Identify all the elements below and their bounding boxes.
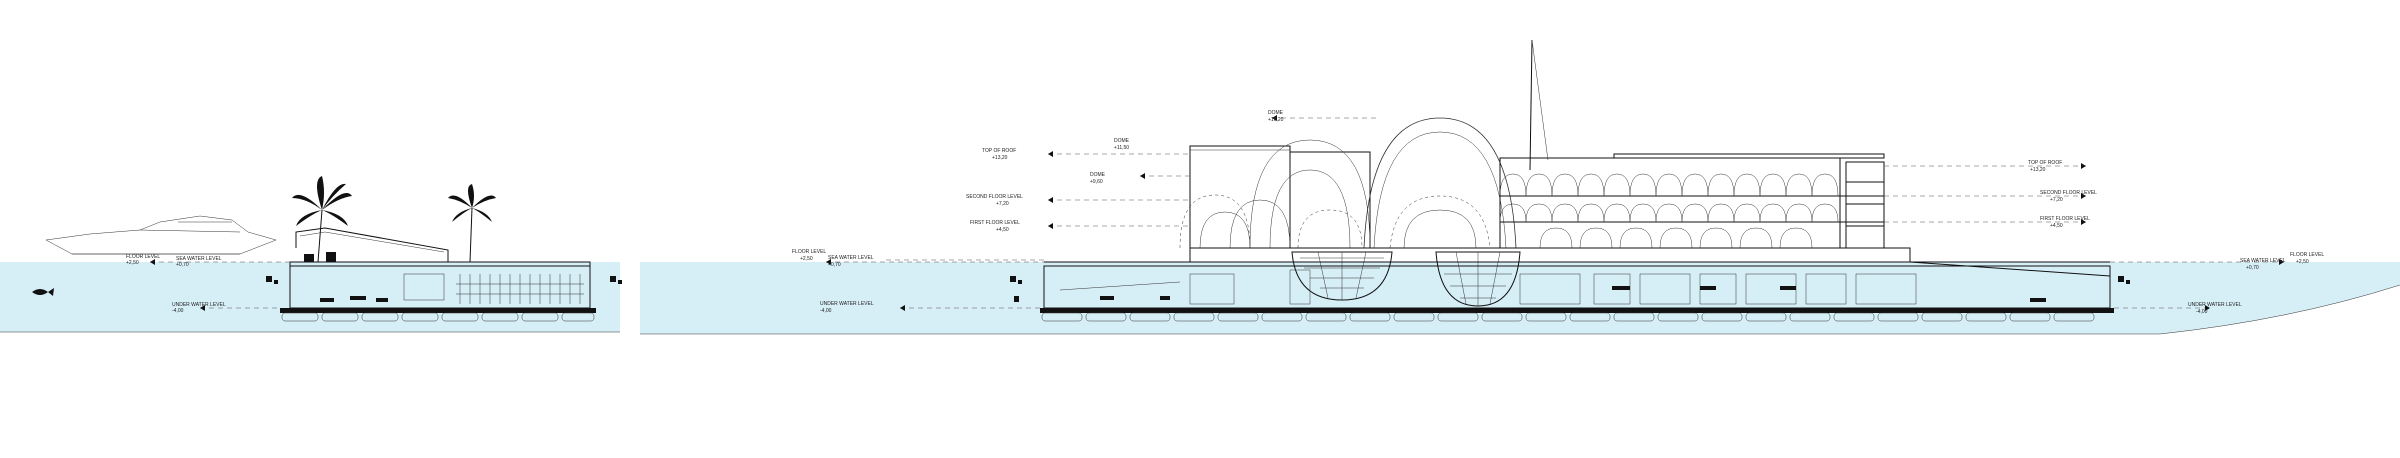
level-label: FIRST FLOOR LEVEL bbox=[970, 220, 1020, 226]
arcade-middle bbox=[1499, 203, 1839, 223]
level-label: DOME bbox=[1090, 172, 1106, 178]
level-value: +0,70 bbox=[828, 262, 841, 268]
palm-tree-large bbox=[292, 176, 352, 263]
fish-icon bbox=[32, 288, 54, 296]
level-label: FLOOR LEVEL bbox=[792, 249, 826, 255]
level-label: TOP OF ROOF bbox=[2028, 160, 2062, 166]
level-value: -4,00 bbox=[172, 308, 184, 314]
level-value: +2,50 bbox=[800, 256, 813, 262]
right-section-left-labels: DOME +16,20 TOP OF ROOF +13,20 DOME +11,… bbox=[792, 110, 1284, 314]
level-value: +9,60 bbox=[1090, 179, 1103, 185]
level-value: +7,20 bbox=[996, 201, 1009, 207]
level-label: UNDER WATER LEVEL bbox=[172, 302, 226, 308]
level-value: +4,50 bbox=[996, 227, 1009, 233]
pontoons bbox=[1041, 312, 2095, 322]
level-label: FLOOR LEVEL bbox=[126, 254, 160, 260]
level-label: FIRST FLOOR LEVEL bbox=[2040, 216, 2090, 222]
right-level-markers bbox=[1884, 163, 2284, 311]
level-label: SECOND FLOOR LEVEL bbox=[2040, 190, 2097, 196]
level-value: +16,20 bbox=[1268, 117, 1284, 123]
level-value: +2,50 bbox=[2296, 259, 2309, 265]
right-section-right-labels: TOP OF ROOF +13,20 SECOND FLOOR LEVEL +7… bbox=[2028, 160, 2324, 315]
level-label: DOME bbox=[1114, 138, 1130, 144]
level-label: TOP OF ROOF bbox=[982, 148, 1016, 154]
palm-tree-small bbox=[448, 184, 496, 263]
left-level-labels: FLOOR LEVEL +2,50 SEA WATER LEVEL +0,70 … bbox=[126, 254, 226, 314]
level-label: SEA WATER LEVEL bbox=[176, 256, 222, 262]
level-label: UNDER WATER LEVEL bbox=[2188, 302, 2242, 308]
yacht-outline bbox=[45, 215, 277, 255]
level-label: FLOOR LEVEL bbox=[2290, 252, 2324, 258]
dome-arches bbox=[1179, 117, 1517, 249]
level-value: +11,50 bbox=[1114, 145, 1129, 151]
arcade-top bbox=[1499, 173, 1839, 197]
arcade-bottom bbox=[1539, 227, 1813, 249]
level-label: UNDER WATER LEVEL bbox=[820, 301, 874, 307]
water-left bbox=[0, 262, 620, 332]
level-label: SECOND FLOOR LEVEL bbox=[966, 194, 1023, 200]
level-label: DOME bbox=[1268, 110, 1284, 116]
left-level-markers bbox=[826, 115, 1380, 311]
level-value: -4,00 bbox=[2196, 309, 2208, 315]
level-value: +0,70 bbox=[176, 262, 189, 268]
level-value: -4,00 bbox=[820, 308, 832, 314]
level-value: +0,70 bbox=[2246, 265, 2259, 271]
level-value: +4,50 bbox=[2050, 223, 2063, 229]
level-value: +13,20 bbox=[2030, 167, 2046, 173]
level-value: +13,20 bbox=[992, 155, 1008, 161]
main-building-section bbox=[826, 39, 2284, 322]
level-label: SEA WATER LEVEL bbox=[828, 255, 874, 261]
level-value: +7,20 bbox=[2050, 197, 2063, 203]
left-pavilion-section bbox=[32, 176, 622, 322]
level-value: +2,50 bbox=[126, 260, 139, 266]
spire bbox=[1529, 39, 1549, 171]
level-label: SEA WATER LEVEL bbox=[2240, 258, 2286, 264]
